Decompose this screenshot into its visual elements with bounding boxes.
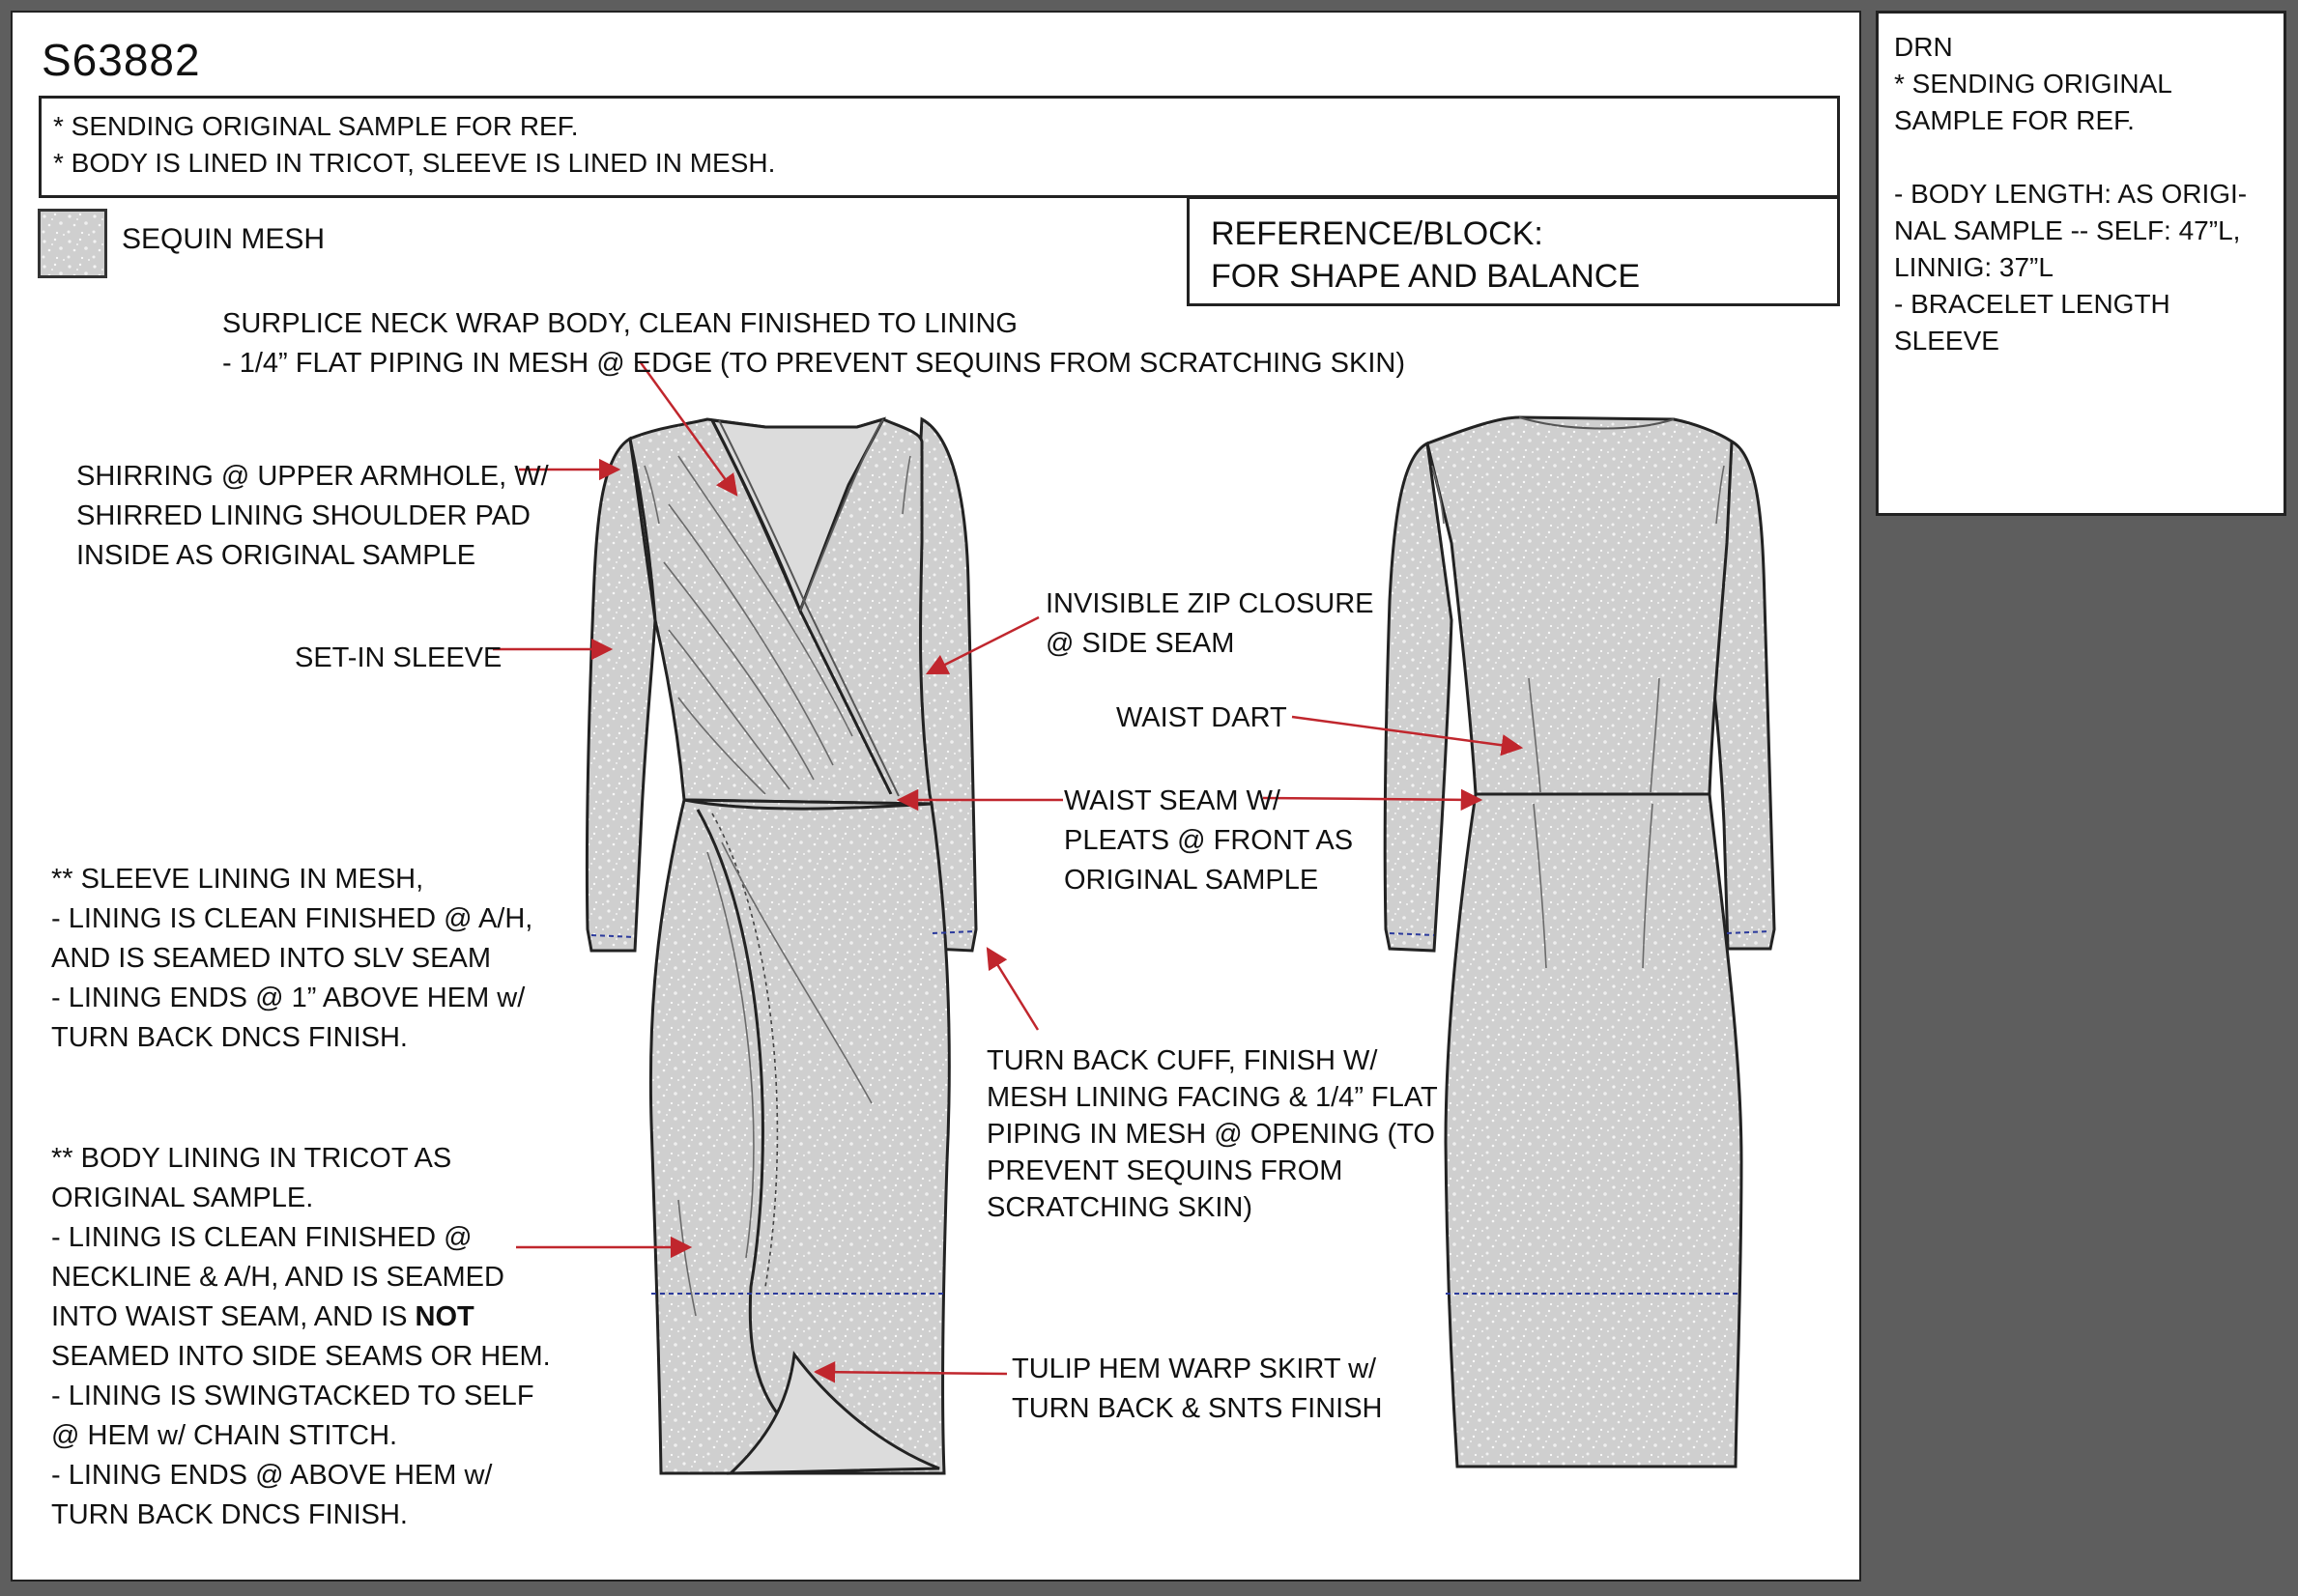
swatch-pattern	[41, 212, 104, 275]
note-line: * SENDING ORIGINAL SAMPLE FOR REF.	[53, 111, 579, 141]
callout-shirring: SHIRRING @ UPPER ARMHOLE, W/ SHIRRED LIN…	[76, 457, 549, 576]
callout-body-lining: ** BODY LINING IN TRICOT AS ORIGINAL SAM…	[51, 1139, 551, 1535]
callout-hem: TULIP HEM WARP SKIRT w/ TURN BACK & SNTS…	[1012, 1350, 1383, 1429]
callout-line: @ HEM w/ CHAIN STITCH.	[51, 1420, 398, 1451]
callout-line: SHIRRING @ UPPER ARMHOLE, W/	[76, 461, 549, 492]
callout-line: TULIP HEM WARP SKIRT w/	[1012, 1354, 1377, 1384]
reference-line: REFERENCE/BLOCK:	[1211, 215, 1543, 252]
swatch-label: SEQUIN MESH	[122, 223, 326, 255]
fabric-swatch	[38, 209, 107, 278]
side-note-line: * SENDING ORIGINAL	[1894, 69, 2172, 99]
callout-line: PIPING IN MESH @ OPENING (TO	[987, 1119, 1435, 1150]
callout-line: ORIGINAL SAMPLE.	[51, 1183, 314, 1213]
callout-arrows	[493, 360, 1524, 1383]
callout-emphasis: NOT	[415, 1301, 474, 1332]
side-note-line: SAMPLE FOR REF.	[1894, 105, 2135, 135]
callout-line: INSIDE AS ORIGINAL SAMPLE	[76, 540, 476, 571]
callout-line: WAIST SEAM W/	[1064, 785, 1280, 816]
callout-line: SCRATCHING SKIN)	[987, 1192, 1252, 1223]
reference-line: FOR SHAPE AND BALANCE	[1211, 258, 1641, 295]
callout-set-in-sleeve: SET-IN SLEEVE	[295, 639, 502, 678]
callout-line: NECKLINE & A/H, AND IS SEAMED	[51, 1262, 504, 1293]
side-note-line: - BRACELET LENGTH SLEEVE	[1894, 289, 2178, 356]
callout-line: SHIRRED LINING SHOULDER PAD	[76, 500, 531, 531]
front-drape-lines	[644, 455, 911, 1317]
callout-line: TURN BACK & SNTS FINISH	[1012, 1393, 1383, 1424]
tech-sheet: S63882 * SENDING ORIGINAL SAMPLE FOR REF…	[11, 11, 1861, 1582]
side-note-line: LINNIG: 37”L	[1894, 252, 2054, 282]
side-note-line: NAL SAMPLE -- SELF: 47”L,	[1894, 215, 2241, 245]
callout-waist-seam: WAIST SEAM W/ PLEATS @ FRONT AS ORIGINAL…	[1064, 782, 1353, 900]
callout-line: MESH LINING FACING & 1/4” FLAT	[987, 1082, 1438, 1113]
side-note-line: - BODY LENGTH: AS ORIGI-	[1894, 179, 2248, 209]
callout-line: - LINING IS CLEAN FINISHED @	[51, 1222, 473, 1253]
back-dart-lines	[1431, 465, 1725, 969]
callout-line: @ SIDE SEAM	[1046, 628, 1235, 659]
callout-line: ** BODY LINING IN TRICOT AS	[51, 1143, 452, 1174]
callout-text: INTO WAIST SEAM, AND IS	[51, 1301, 416, 1332]
callout-line: SURPLICE NECK WRAP BODY, CLEAN FINISHED …	[222, 308, 1018, 339]
callout-line: TURN BACK DNCS FINISH.	[51, 1499, 408, 1530]
callout-line: ORIGINAL SAMPLE	[1064, 865, 1319, 896]
callout-zip: INVISIBLE ZIP CLOSURE @ SIDE SEAM	[1046, 584, 1374, 664]
callout-sleeve-lining: ** SLEEVE LINING IN MESH, - LINING IS CL…	[51, 860, 532, 1058]
callout-waist-dart: WAIST DART	[1116, 698, 1287, 738]
callout-line: PLEATS @ FRONT AS	[1064, 825, 1354, 856]
callout-line: - LINING IS SWINGTACKED TO SELF	[51, 1381, 534, 1411]
callout-line: SEAMED INTO SIDE SEAMS OR HEM.	[51, 1341, 551, 1372]
callout-line: TURN BACK DNCS FINISH.	[51, 1022, 408, 1053]
callout-line: - LINING ENDS @ 1” ABOVE HEM w/	[51, 983, 526, 1013]
callout-line: - LINING ENDS @ ABOVE HEM w/	[51, 1460, 493, 1491]
callout-line: - LINING IS CLEAN FINISHED @ A/H,	[51, 903, 533, 934]
callout-line: INVISIBLE ZIP CLOSURE	[1046, 588, 1374, 619]
callout-cuff: TURN BACK CUFF, FINISH W/ MESH LINING FA…	[987, 1042, 1438, 1226]
callout-neck: SURPLICE NECK WRAP BODY, CLEAN FINISHED …	[222, 304, 1405, 384]
callout-line: AND IS SEAMED INTO SLV SEAM	[51, 943, 491, 974]
callout-line: WAIST DART	[1116, 702, 1287, 733]
side-note-line	[1894, 139, 2268, 176]
callout-line: SET-IN SLEEVE	[295, 642, 503, 673]
callout-line: TURN BACK CUFF, FINISH W/	[987, 1045, 1378, 1076]
side-notes-panel: DRN * SENDING ORIGINAL SAMPLE FOR REF. -…	[1876, 11, 2286, 516]
callout-line: ** SLEEVE LINING IN MESH,	[51, 864, 424, 895]
back-dress-sketch	[1383, 415, 1776, 1468]
reference-box: REFERENCE/BLOCK: FOR SHAPE AND BALANCE	[1187, 196, 1840, 306]
callout-line: INTO WAIST SEAM, AND IS NOT	[51, 1297, 551, 1337]
style-number: S63882	[42, 35, 201, 85]
callout-line: PREVENT SEQUINS FROM	[987, 1155, 1343, 1186]
note-line: * BODY IS LINED IN TRICOT, SLEEVE IS LIN…	[53, 148, 776, 178]
callout-line: - 1/4” FLAT PIPING IN MESH @ EDGE (TO PR…	[222, 348, 1405, 379]
sketch-canvas	[493, 360, 1776, 1475]
notes-box: * SENDING ORIGINAL SAMPLE FOR REF. * BOD…	[39, 96, 1840, 198]
front-dress-sketch	[585, 416, 978, 1475]
side-note-line: DRN	[1894, 32, 1953, 62]
